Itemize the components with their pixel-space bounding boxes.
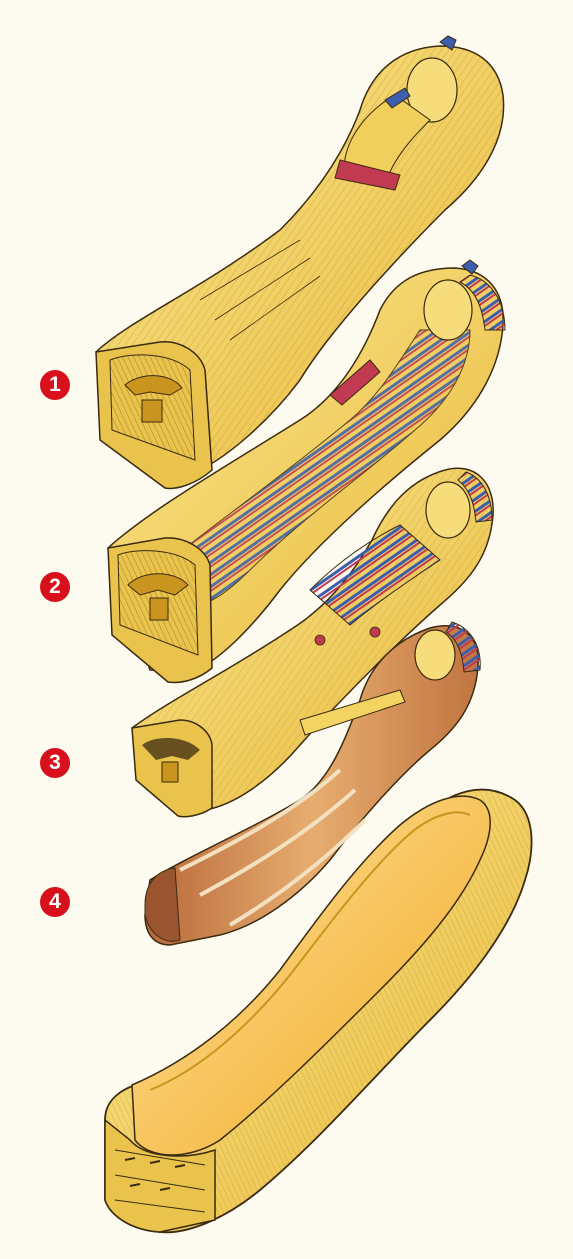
label-marker-1: 1: [40, 370, 70, 400]
label-marker-2: 2: [40, 572, 70, 602]
label-marker-4: 4: [40, 887, 70, 917]
label-marker-3: 3: [40, 748, 70, 778]
